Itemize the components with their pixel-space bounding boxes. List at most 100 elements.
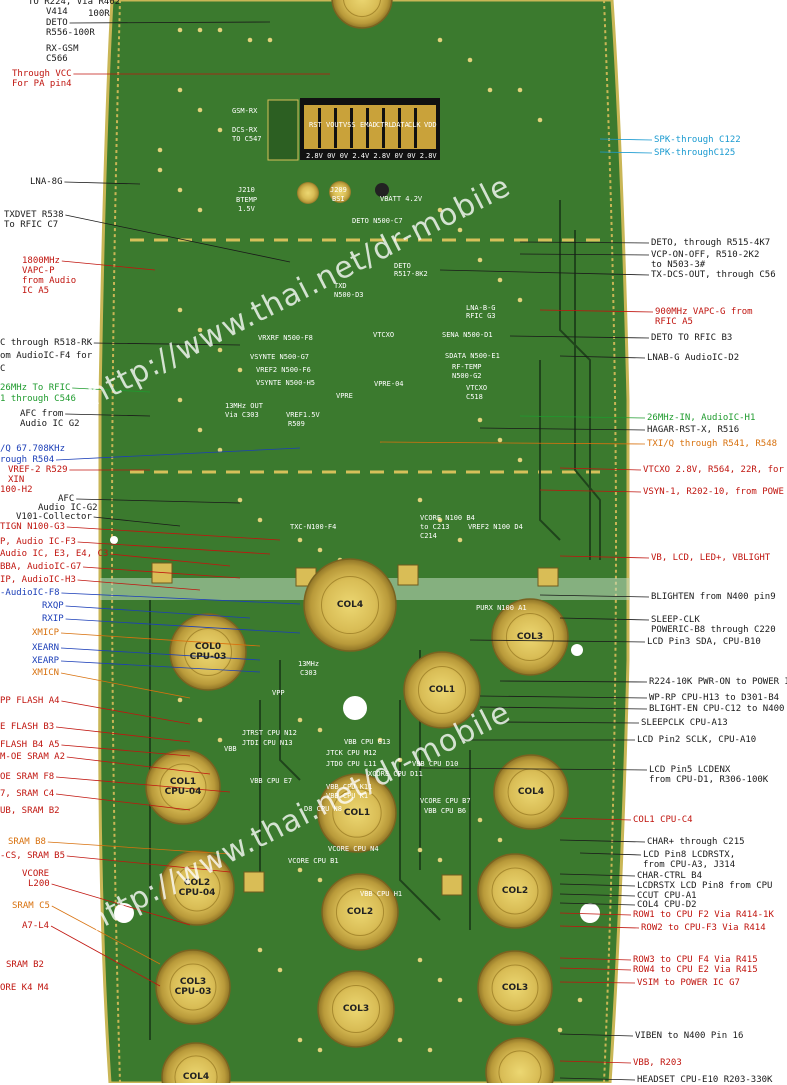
board-label: VBB CPU K11 xyxy=(326,783,373,791)
leader-line xyxy=(61,260,156,271)
left-annotation: SRAM B2 xyxy=(6,960,44,970)
pad-label: COL3 xyxy=(342,1004,370,1014)
right-annotation: ROW2 to CPU-F3 Via R414 xyxy=(641,923,766,933)
right-annotation: LCD Pin2 SCLK, CPU-A10 xyxy=(637,735,757,745)
left-annotation: om AudioIC-F4 for xyxy=(0,351,93,361)
board-label: CTRL xyxy=(376,121,393,129)
board-label: SDATA N500-E1 xyxy=(445,352,500,360)
via xyxy=(177,397,183,403)
left-annotation: 100-H2 xyxy=(0,485,33,495)
left-annotation: VCORE xyxy=(22,869,50,879)
left-annotation: XEARN xyxy=(32,643,60,653)
left-annotation: -CS, SRAM B5 xyxy=(0,851,66,861)
left-annotation: XMICN xyxy=(32,668,60,678)
leader-line xyxy=(60,632,261,647)
right-annotation: SPK-through C122 xyxy=(654,135,741,145)
right-annotation: VSYN-1, R202-10, from POWE xyxy=(643,487,784,497)
via xyxy=(177,87,183,93)
via xyxy=(517,87,523,93)
via xyxy=(417,957,423,963)
board-label: VDD xyxy=(424,121,437,129)
via xyxy=(197,27,203,33)
leader-line xyxy=(559,967,632,971)
left-annotation: P, Audio IC-F3 xyxy=(0,537,76,547)
pad-label: COL4 xyxy=(517,787,545,797)
leader-line xyxy=(559,893,636,897)
via xyxy=(297,867,303,873)
leader-line xyxy=(64,181,141,185)
leader-line xyxy=(419,767,648,771)
pad-label: COL1 xyxy=(428,685,456,695)
via xyxy=(197,207,203,213)
keypad-pad xyxy=(485,1037,555,1083)
left-annotation: rough R504 xyxy=(0,455,55,465)
board-label: RFIC G3 xyxy=(466,312,496,320)
leader-line xyxy=(559,883,636,887)
via xyxy=(217,737,223,743)
pad-label: COL2 xyxy=(346,907,374,917)
left-annotation: To RFIC C7 xyxy=(4,220,59,230)
board-label: JTCK CPU M12 xyxy=(326,749,377,757)
right-annotation: CHAR+ through C215 xyxy=(647,837,745,847)
leader-line xyxy=(61,592,301,605)
leader-line xyxy=(539,309,654,313)
leader-line xyxy=(60,672,191,699)
via xyxy=(197,427,203,433)
via xyxy=(477,817,483,823)
via xyxy=(297,1037,303,1043)
right-annotation: from CPU-A3, J314 xyxy=(643,860,736,870)
board-label: VCORE CPU N4 xyxy=(328,845,379,853)
via xyxy=(317,727,323,733)
right-annotation: COL1 CPU-C4 xyxy=(633,815,693,825)
left-annotation: For PA pin4 xyxy=(12,79,72,89)
leader-line xyxy=(479,695,648,699)
leader-line xyxy=(559,957,632,961)
leader-line xyxy=(499,721,640,724)
leader-line xyxy=(559,555,650,559)
via xyxy=(477,257,483,263)
leader-line xyxy=(599,151,653,154)
leader-line xyxy=(66,855,231,873)
leader-line xyxy=(50,925,161,987)
left-annotation: M-OE SRAM A2 xyxy=(0,752,66,762)
board-label: VBB CPU E7 xyxy=(250,777,293,785)
left-annotation: VAPC-P xyxy=(22,266,55,276)
via xyxy=(217,127,223,133)
left-annotation: SRAM B8 xyxy=(8,837,46,847)
board-label: VTCXO xyxy=(466,384,488,392)
board-label: DETO xyxy=(394,262,411,270)
left-annotation: IP, AudioIC-H3 xyxy=(0,575,76,585)
leader-line xyxy=(76,498,241,504)
right-annotation: RFIC A5 xyxy=(655,317,693,327)
via xyxy=(397,1037,403,1043)
via xyxy=(497,437,503,443)
leader-line xyxy=(379,441,646,445)
leader-line xyxy=(51,883,191,926)
keypad-pad xyxy=(159,850,235,926)
board-label: VPRE-04 xyxy=(374,380,404,388)
via xyxy=(157,147,163,153)
board-label: TO C547 xyxy=(232,135,262,143)
board-label: VBB xyxy=(224,745,237,753)
board-label: N500-G2 xyxy=(452,372,482,380)
mounting-hole xyxy=(580,903,600,923)
board-label: N500-D3 xyxy=(334,291,364,299)
board-label: VCORE N100 B4 xyxy=(420,514,475,522)
via xyxy=(437,207,443,213)
right-annotation: BLIGHT-EN CPU-C12 to N400 xyxy=(649,704,785,714)
board-label: 13MHz OUT xyxy=(225,402,263,410)
via xyxy=(177,307,183,313)
left-annotation: PP FLASH A4 xyxy=(0,696,60,706)
left-annotation: Audio IC, E3, E4, C3 xyxy=(0,549,109,559)
via xyxy=(197,717,203,723)
leader-line xyxy=(539,489,642,493)
right-annotation: ROW3 to CPU F4 Via R415 xyxy=(633,955,758,965)
board-label: PURX N100 A1 xyxy=(476,604,527,612)
board-label: VTCXO xyxy=(373,331,395,339)
via xyxy=(197,327,203,333)
leader-line xyxy=(479,427,646,431)
leader-line xyxy=(559,873,636,877)
leader-line xyxy=(55,776,231,793)
right-annotation: 900MHz VAPC-G from xyxy=(655,307,753,317)
via xyxy=(417,497,423,503)
